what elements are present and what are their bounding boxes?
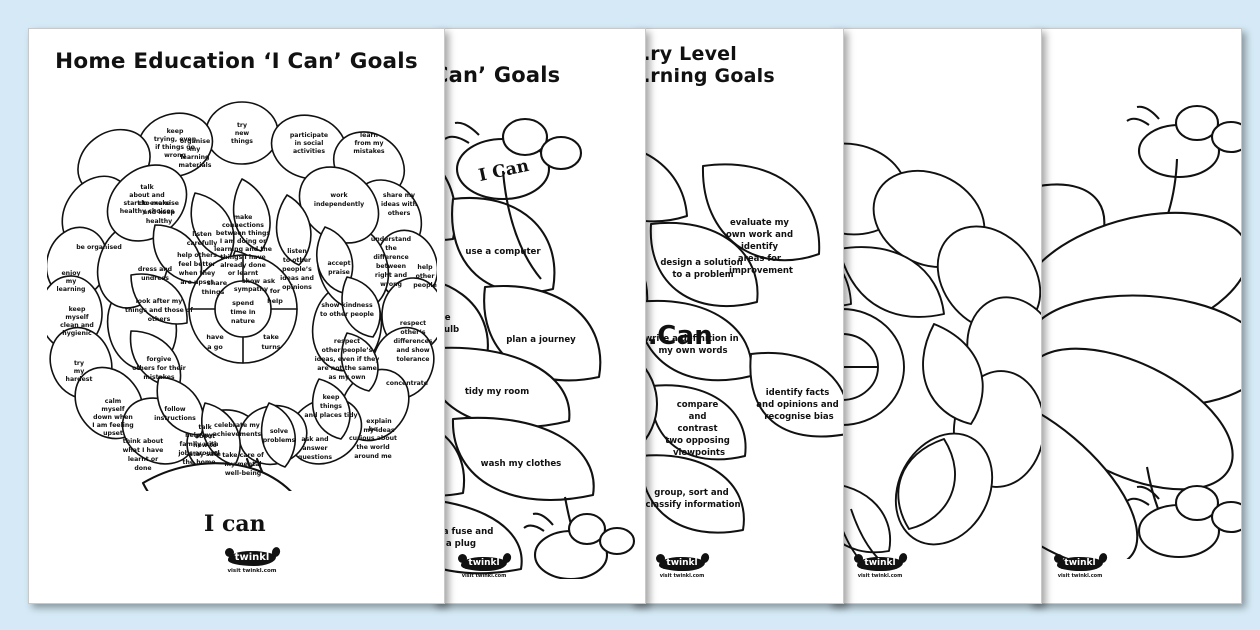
svg-text:design a solution: design a solution to a problem [660, 258, 745, 280]
sheet-3-title: …ry Level …rning Goals [631, 43, 775, 88]
flower-outline-4 [829, 109, 1041, 569]
twinkl-logo-3: twinkl visit twinkl.com [637, 552, 727, 579]
svg-text:plan a journey: plan a journey [506, 335, 576, 345]
flower-outline-2: I Can use a computer changea lightbulb p… [432, 99, 645, 579]
twinkl-logo-url: visit twinkl.com [1057, 573, 1103, 579]
twinkl-logo-text: twinkl [224, 548, 277, 566]
twinkl-logo-1: twinkl visit twinkl.com [207, 547, 297, 574]
twinkl-logo-text: twinkl [656, 554, 705, 571]
twinkl-logo-5: twinkl visit twinkl.com [1035, 552, 1125, 579]
twinkl-logo-text: twinkl [458, 554, 507, 571]
worksheet-sheet-3[interactable]: …ry Level …rning Goals [630, 28, 844, 604]
twinkl-logo-url: visit twinkl.com [227, 568, 277, 574]
flower-outline-5 [1029, 89, 1241, 559]
worksheet-sheet-4[interactable]: twinkl visit twinkl.com [828, 28, 1042, 604]
flower-outline-3: evaluate my own work and identify areas … [631, 104, 843, 534]
svg-text:identify facts and: identify facts and opinions and recognis… [756, 388, 841, 422]
svg-text:use a computer: use a computer [465, 247, 541, 257]
svg-text:compare and: compare and contrast two opposing viewpo… [665, 400, 733, 458]
twinkl-logo-2: twinkl visit twinkl.com [439, 552, 529, 579]
svg-text:concentrate: concentrate [386, 380, 428, 387]
twinkl-logo-url: visit twinkl.com [461, 573, 507, 579]
twinkl-logo-4: twinkl visit twinkl.com [835, 552, 925, 579]
sheet-2-title: Can’ Goals [433, 63, 561, 87]
sheet-1-title: Home Education ‘I Can’ Goals [55, 49, 418, 74]
twinkl-logo-text: twinkl [854, 554, 903, 571]
twinkl-logo-url: visit twinkl.com [659, 573, 705, 579]
svg-text:group, sort and cl: group, sort and classify information [645, 488, 740, 510]
svg-text:evaluate my own wo: evaluate my own work and identify areas … [726, 218, 796, 276]
svg-text:be organised: be organised [76, 244, 122, 251]
i-can-leaf-label: I can [204, 511, 266, 537]
svg-text:write a definition in: write a definition in my own words [644, 334, 741, 356]
svg-text:tidy my room: tidy my room [465, 387, 529, 397]
svg-text:wash my clothes: wash my clothes [481, 459, 562, 469]
worksheet-sheet-5[interactable]: twinkl visit twinkl.com [1028, 28, 1242, 604]
twinkl-logo-url: visit twinkl.com [857, 573, 903, 579]
worksheet-sheet-1[interactable]: Home Education ‘I Can’ Goals [28, 28, 445, 604]
twinkl-logo-text: twinkl [1054, 554, 1103, 571]
worksheet-sheet-2[interactable]: Can’ Goals [432, 28, 646, 604]
svg-text:change a fuse andwire a plug: change a fuse andwire a plug [432, 527, 493, 549]
